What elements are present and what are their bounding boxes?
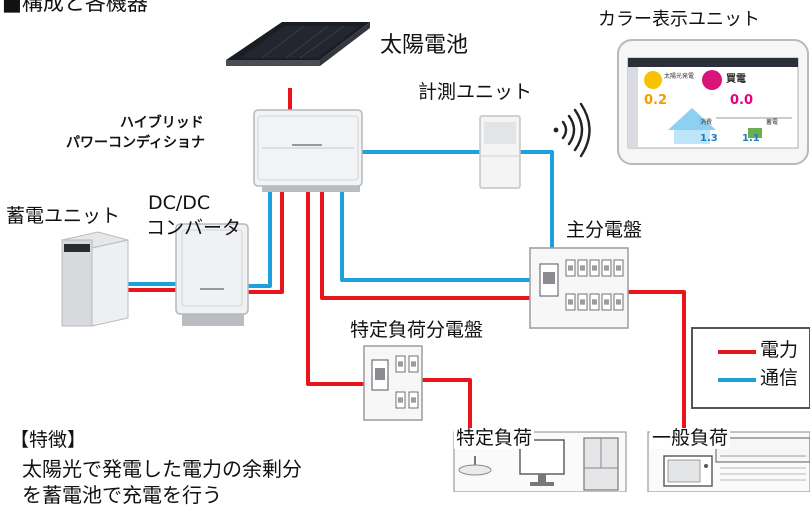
breaker-switch: [398, 397, 403, 403]
power-line-pcs-main: [320, 192, 532, 300]
dcdc-label-line1: DC/DC: [148, 192, 211, 214]
breaker-switch: [592, 265, 597, 271]
breaker-switch: [568, 265, 573, 271]
breaker-switch: [411, 397, 416, 403]
solar-panel-icon: [226, 22, 370, 66]
breaker-switch: [580, 265, 585, 271]
power-line-pcs-dcdc: [248, 192, 284, 294]
breaker-switch: [616, 299, 621, 305]
screen-buy-label: 買電: [726, 74, 746, 85]
screen-house-value: 1.3: [700, 133, 718, 144]
legend-power-label: 電力: [760, 339, 799, 361]
screen-solar-label: 太陽光発電: [664, 73, 695, 80]
dcdc-converter-device: [175, 223, 249, 326]
power-line-main-general: [626, 290, 686, 430]
color-display-unit-label: カラー表示ユニット: [598, 9, 760, 30]
main-distribution-board-device: [529, 247, 629, 329]
breaker-switch: [580, 299, 585, 305]
breaker-switch: [411, 361, 416, 367]
color-display-unit-device: [617, 39, 809, 165]
storage-unit-label: 蓄電ユニット: [6, 205, 121, 227]
refrigerator-icon: [583, 437, 619, 491]
breaker-switch: [398, 361, 403, 367]
storage-unit-device: [61, 231, 129, 327]
power-line-pcs-specific: [306, 192, 364, 386]
comm-line-pcs-main: [340, 192, 532, 282]
wifi-icon: [553, 102, 591, 158]
features-line1: 太陽光で発電した電力の余剰分: [22, 457, 302, 481]
hybrid-pcs-label-line1: ハイブリッド: [120, 115, 204, 131]
specific-load-board-device: [363, 345, 423, 421]
breaker-switch: [616, 265, 621, 271]
specific-load-label: 特定負荷: [454, 427, 535, 449]
specific-breakers: [395, 355, 419, 409]
measurement-unit-device: [479, 115, 521, 189]
main-board-label: 主分電盤: [566, 219, 643, 241]
hybrid-pcs-label-line2: パワーコンディショナ: [66, 135, 206, 151]
comm-lines: [124, 150, 554, 288]
screen-battery-value: 1.1: [742, 133, 760, 144]
comm-line-pcs-dcdc: [248, 192, 272, 288]
power-line-specific-load: [414, 378, 472, 436]
screen-battery-label: 蓄電: [766, 119, 779, 126]
dcdc-label-line2: コンバータ: [146, 217, 242, 239]
main-breakers: [565, 259, 624, 311]
specific-load-appliances: [453, 431, 627, 493]
ceiling-light-icon: [458, 456, 492, 476]
features-line2: を蓄電池で充電を行う: [22, 483, 222, 507]
screen-buy-value: 0.0: [730, 93, 754, 108]
breaker-switch: [604, 265, 609, 271]
legend-comm-label: 通信: [760, 367, 799, 389]
comm-line-meas-main: [518, 150, 554, 248]
air-conditioner-icon: [715, 437, 810, 481]
features-title: 【特徴】: [10, 429, 87, 451]
page-heading: ■構成と各機器: [2, 0, 148, 15]
hybrid-pcs-device: [253, 109, 363, 192]
breaker-switch: [592, 299, 597, 305]
measurement-unit-label: 計測ユニット: [418, 81, 533, 103]
power-lines: [124, 88, 686, 436]
screen-solar-value: 0.2: [644, 93, 668, 108]
microwave-icon: [663, 455, 713, 487]
diagram-canvas: [61, 22, 810, 493]
breaker-switch: [568, 299, 573, 305]
legend: [691, 327, 810, 409]
general-load-label: 一般負荷: [650, 427, 731, 449]
breaker-switch: [604, 299, 609, 305]
specific-board-label: 特定負荷分電盤: [350, 319, 484, 341]
solar-panel-label: 太陽電池: [380, 33, 469, 58]
screen-use-label: 消費: [700, 119, 713, 126]
